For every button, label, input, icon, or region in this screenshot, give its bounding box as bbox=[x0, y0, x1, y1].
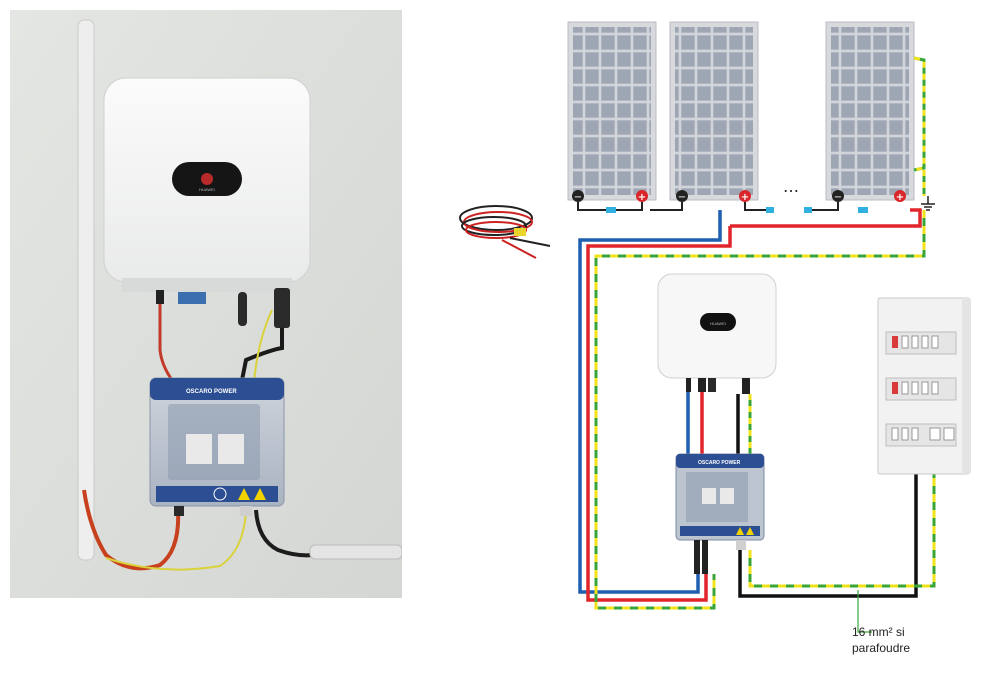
note-leader-line bbox=[857, 590, 872, 633]
photo-connector bbox=[178, 292, 206, 304]
wiring-diagram: − + − + − + … bbox=[459, 21, 971, 633]
note-line-2: parafoudre bbox=[852, 641, 911, 655]
ac-earth-cable bbox=[748, 472, 936, 588]
photo-bottom-cable-yellow bbox=[105, 509, 247, 571]
photo-ac-connector bbox=[274, 288, 290, 328]
diagram-inverter-ac-connector bbox=[742, 378, 750, 394]
earth-cable bbox=[594, 210, 926, 610]
solar-panel-n bbox=[825, 21, 915, 201]
mc4-connector bbox=[766, 207, 774, 213]
dc-negative-cable bbox=[578, 210, 722, 594]
mc4-connector bbox=[606, 207, 616, 213]
panel-1-negative-terminal: − bbox=[572, 190, 584, 203]
cable-section-note: 16 mm² si parafoudre bbox=[852, 624, 962, 656]
distribution-board-door bbox=[962, 298, 970, 474]
photo-gland bbox=[174, 506, 184, 516]
diagram-box-gland bbox=[702, 540, 708, 574]
diagram-warning-icon bbox=[736, 527, 744, 535]
diagram-inverter-display bbox=[700, 313, 736, 331]
ac-phase-cable bbox=[738, 472, 918, 598]
panel-1-positive-terminal: + bbox=[636, 190, 648, 203]
photo-connector bbox=[156, 290, 164, 304]
ground-symbol-icon bbox=[921, 196, 935, 211]
photo-yellow-cable bbox=[253, 309, 273, 383]
svg-text:−: − bbox=[678, 192, 686, 203]
photo-box-brand: OSCARO POWER bbox=[186, 389, 237, 395]
photo-ac-conduit bbox=[309, 544, 402, 560]
solar-panel-1 bbox=[567, 21, 657, 201]
photo-bottom-cable-black bbox=[254, 509, 321, 558]
diagram-box-gland bbox=[694, 540, 700, 574]
dc-positive-cable bbox=[586, 226, 732, 602]
diagram-warning-icon bbox=[746, 527, 754, 535]
diagram-inverter-brand: HUAWEI bbox=[710, 321, 726, 326]
note-line-1: 16 mm² si bbox=[852, 625, 905, 639]
svg-text:−: − bbox=[574, 192, 582, 203]
panel-2-positive-terminal: + bbox=[739, 190, 751, 203]
mc4-link bbox=[577, 202, 839, 211]
diagram-inverter-connector bbox=[708, 378, 716, 392]
breaker-row-3 bbox=[885, 423, 957, 447]
diagram-box-window bbox=[686, 472, 748, 522]
diagram-box-brand: OSCARO POWER bbox=[698, 460, 741, 466]
photo-info-icon bbox=[213, 487, 227, 501]
svg-text:+: + bbox=[896, 192, 904, 203]
diagram-breaker bbox=[720, 488, 734, 504]
dc-positive-return bbox=[730, 208, 922, 228]
photo-inverter-brand: HUAWEI bbox=[199, 187, 215, 192]
photo-warning-icon bbox=[254, 488, 266, 500]
panel-n-positive-terminal: + bbox=[894, 190, 906, 203]
mc4-connector bbox=[858, 207, 868, 213]
diagram-box-label bbox=[680, 526, 760, 536]
svg-text:+: + bbox=[741, 192, 749, 203]
diagram-breaker bbox=[702, 488, 716, 504]
svg-text:−: − bbox=[834, 192, 842, 203]
photo-black-cable bbox=[240, 328, 284, 381]
conduit-pipe bbox=[77, 19, 95, 561]
panel-n-negative-terminal: − bbox=[832, 190, 844, 203]
photo-warning-icon bbox=[238, 488, 250, 500]
solar-panel-2 bbox=[669, 21, 759, 201]
photo-breaker bbox=[218, 434, 244, 464]
panel-2-negative-terminal: − bbox=[676, 190, 688, 203]
diagram-box-gland bbox=[736, 540, 746, 550]
photo-inverter-bottom bbox=[122, 278, 292, 292]
svg-text:+: + bbox=[638, 192, 646, 203]
installation-photo: HUAWEI OSCARO POWER bbox=[10, 10, 402, 598]
breaker-row-2 bbox=[885, 377, 957, 401]
diagram-box-header bbox=[676, 454, 764, 468]
breaker-row-1 bbox=[885, 331, 957, 355]
photo-bottom-cable-red bbox=[82, 489, 181, 571]
photo-breaker bbox=[186, 434, 212, 464]
more-panels-ellipsis: … bbox=[783, 177, 799, 196]
photo-box-window bbox=[168, 404, 260, 480]
photo-box-header bbox=[150, 378, 284, 400]
diagram-inverter-connector bbox=[686, 378, 691, 392]
photo-gland bbox=[240, 506, 252, 516]
photo-antenna bbox=[238, 292, 247, 326]
diagram-inverter-connector bbox=[698, 378, 706, 392]
photo-inverter-logo-icon bbox=[201, 173, 213, 185]
mc4-connector bbox=[804, 207, 812, 213]
cable-coil-image bbox=[459, 205, 551, 259]
